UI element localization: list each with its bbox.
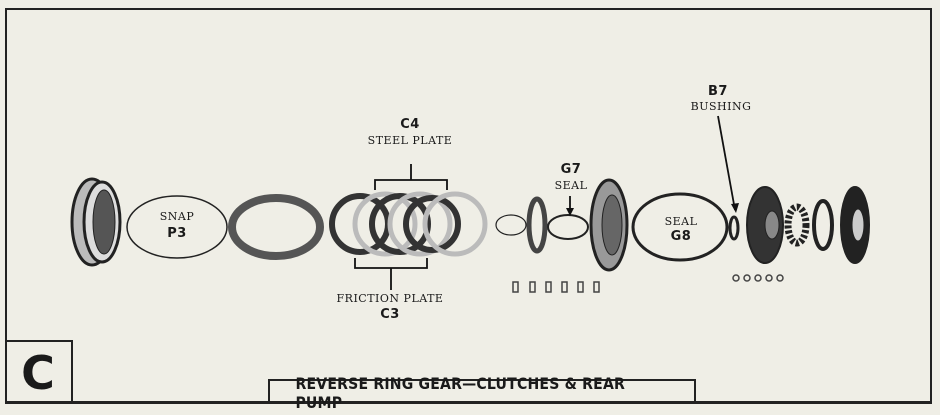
figure-title-text: REVERSE RING GEAR—CLUTCHES & REAR PUMP (295, 373, 626, 412)
pump-ring (812, 199, 834, 251)
bushing-code: B7 (708, 84, 728, 99)
snap-ring-p3 (126, 195, 228, 259)
bushing-label: BUSHING (690, 100, 752, 113)
figure-title: REVERSE RING GEAR—CLUTCHES & REAR PUMP (268, 374, 696, 412)
pressure-plate (228, 194, 324, 260)
seal-g7-label: SEAL (554, 179, 588, 192)
pump-housing (589, 178, 629, 272)
reverse-ring-gear (70, 177, 122, 267)
seal-g7-ring (547, 214, 589, 240)
seal-g8-ring (631, 192, 729, 262)
pump-cover (840, 186, 870, 264)
small-ring (495, 214, 527, 236)
friction-plate-code: C3 (380, 307, 400, 322)
steel-plate-label: STEEL PLATE (367, 134, 453, 147)
figure-frame (5, 8, 932, 404)
clutch-plate-stack (329, 191, 488, 257)
thrust-washer (526, 196, 548, 254)
arrowhead-bushing (731, 203, 739, 213)
seal-g7-code: G7 (560, 162, 582, 177)
snap-code: P3 (167, 226, 187, 241)
steel-plate-code: C4 (400, 117, 420, 132)
seal-g8-label: SEAL (664, 215, 698, 228)
friction-plate-label: FRICTION PLATE (336, 292, 444, 305)
snap-label: SNAP (159, 210, 195, 223)
bolts (732, 274, 784, 282)
panel-letter: C (5, 340, 73, 404)
leader-lines (354, 115, 736, 290)
arrowhead-seal-g7 (566, 208, 574, 216)
bushing-b7 (728, 215, 740, 241)
seal-g8-code: G8 (670, 229, 692, 244)
rear-pump (746, 186, 784, 264)
springs (512, 281, 600, 293)
pump-gear (784, 203, 810, 247)
